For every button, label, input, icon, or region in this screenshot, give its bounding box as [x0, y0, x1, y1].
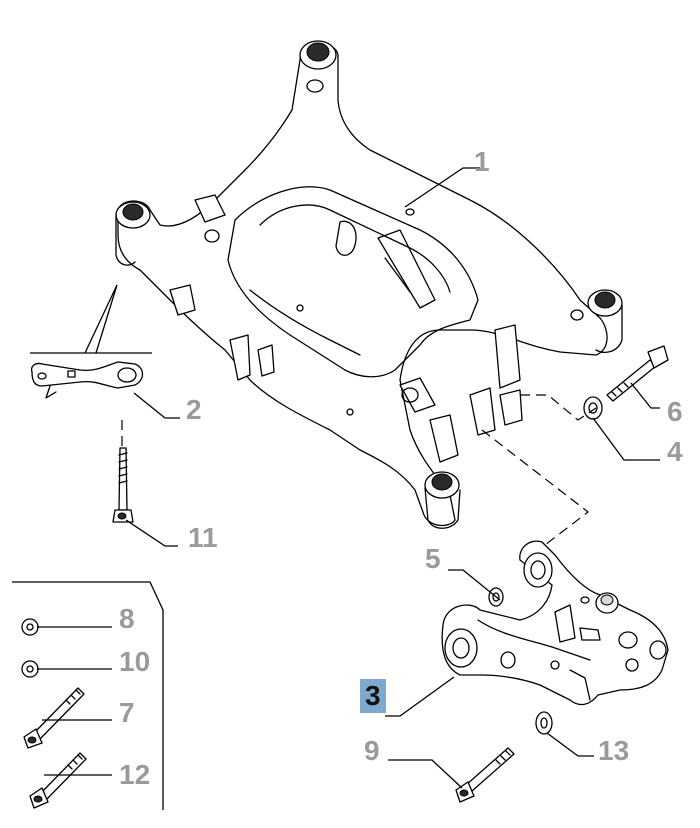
callout-1: 1	[474, 146, 490, 177]
rear-subframe-icon	[115, 40, 623, 529]
bolt-icon	[606, 345, 669, 402]
fastener-group	[12, 581, 164, 810]
bracket-plate-icon	[30, 284, 152, 399]
washer-icon	[535, 711, 553, 735]
callout-3: 3	[360, 679, 386, 713]
lower-control-arm-icon	[441, 540, 669, 706]
leader-lines	[37, 167, 660, 789]
bolt-icon	[455, 747, 515, 803]
callout-2: 2	[186, 394, 202, 425]
callout-7: 7	[119, 697, 135, 728]
callout-11: 11	[188, 522, 218, 553]
callout-5: 5	[425, 543, 441, 574]
callout-8: 8	[119, 603, 135, 634]
bolt-icon	[29, 752, 87, 809]
bolt-icon	[112, 447, 134, 523]
callout-6: 6	[667, 396, 683, 427]
callout-4: 4	[667, 436, 683, 467]
nut-icon	[21, 618, 39, 636]
bolt-icon	[23, 687, 85, 749]
callout-9: 9	[364, 735, 380, 766]
callout-12: 12	[119, 759, 151, 790]
assembly-dashed-lines	[121, 394, 597, 546]
callout-10: 10	[119, 646, 151, 677]
callout-13: 13	[598, 735, 630, 766]
washer-icon	[583, 396, 603, 420]
nut-icon	[21, 660, 39, 678]
